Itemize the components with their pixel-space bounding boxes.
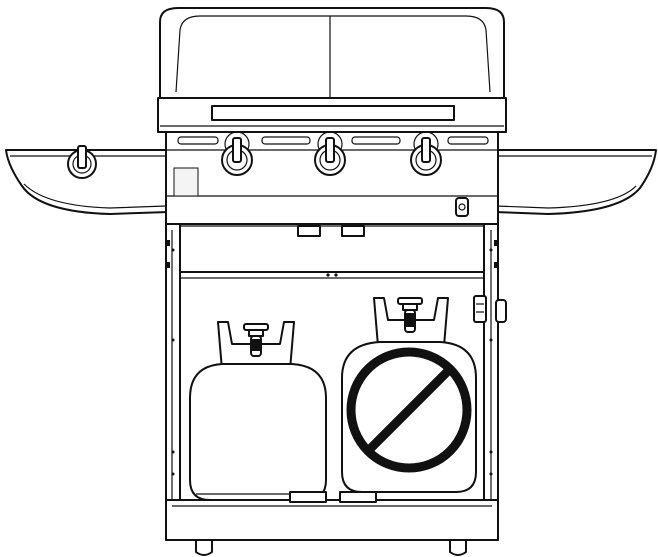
igniter-icon xyxy=(455,197,469,217)
right-side-shelf xyxy=(493,149,657,215)
shelf-bracket xyxy=(339,491,377,503)
knob-icon xyxy=(314,131,346,176)
prohibited-icon xyxy=(346,347,472,473)
cart-frame xyxy=(165,223,507,556)
grill-lid xyxy=(157,7,507,133)
knob-icon xyxy=(410,131,442,176)
panel-label-square xyxy=(173,167,199,197)
oversized-tank xyxy=(341,297,477,493)
knob-icon xyxy=(221,131,253,176)
knob-icon xyxy=(67,145,97,179)
left-side-shelf xyxy=(5,149,169,215)
shelf-bracket xyxy=(289,491,327,503)
propane-tank-icon xyxy=(189,321,327,501)
